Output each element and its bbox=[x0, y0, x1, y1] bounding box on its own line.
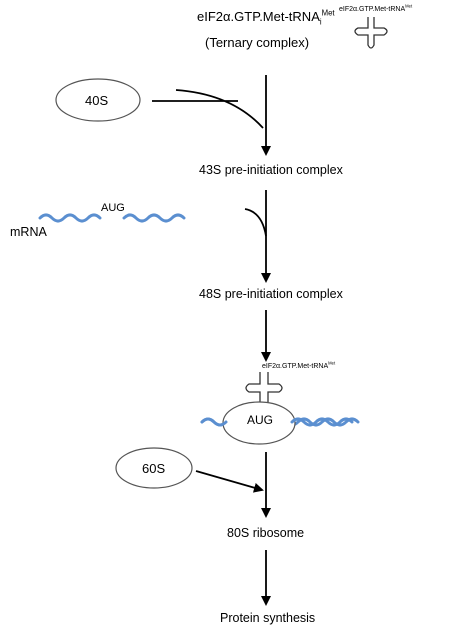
label-mrna: mRNA bbox=[10, 225, 47, 239]
oval-40s bbox=[55, 78, 141, 122]
ternary-complex-line2: (Ternary complex) bbox=[205, 35, 310, 50]
codon-aug-ribosome: AUG bbox=[247, 413, 274, 427]
label-60s: 60S bbox=[142, 461, 166, 476]
trna-label-mid-main: eIF2α.GTP.Met-tRNA bbox=[262, 363, 329, 370]
trna-icon-label-top: eIF2α.GTP.Met-tRNAMet bbox=[339, 3, 413, 13]
ternary-main: eIF2α.GTP.Met-tRNA bbox=[197, 9, 320, 24]
codon-aug-top: AUG bbox=[101, 202, 125, 214]
label-80s-ribosome: 80S ribosome bbox=[227, 526, 305, 540]
trna-icon-top bbox=[354, 17, 388, 49]
arrow-mrna-join bbox=[244, 208, 267, 237]
trna-icon-mid bbox=[245, 372, 283, 407]
mrna-wave-top bbox=[38, 213, 186, 223]
ternary-sup: Met bbox=[321, 8, 335, 18]
trna-label-mid-sup: Met bbox=[328, 360, 336, 366]
label-40s: 40S bbox=[85, 93, 109, 108]
arrow-40s-join bbox=[152, 89, 264, 129]
ternary-complex-label: eIF2α.GTP.Met-tRNAiMet bbox=[197, 8, 335, 26]
trna-icon-label-sup: Met bbox=[405, 3, 413, 9]
ternary-sub: i bbox=[319, 17, 322, 27]
oval-60s bbox=[115, 447, 193, 489]
label-48s-complex: 48S pre-initiation complex bbox=[199, 287, 343, 301]
trna-icon-label-main: eIF2α.GTP.Met-tRNA bbox=[339, 6, 406, 13]
label-protein-synthesis: Protein synthesis bbox=[220, 611, 316, 625]
arrow-60s-join bbox=[195, 470, 264, 493]
trna-label-mid: eIF2α.GTP.Met-tRNAMet bbox=[262, 360, 336, 370]
label-43s-complex: 43S pre-initiation complex bbox=[199, 163, 343, 177]
